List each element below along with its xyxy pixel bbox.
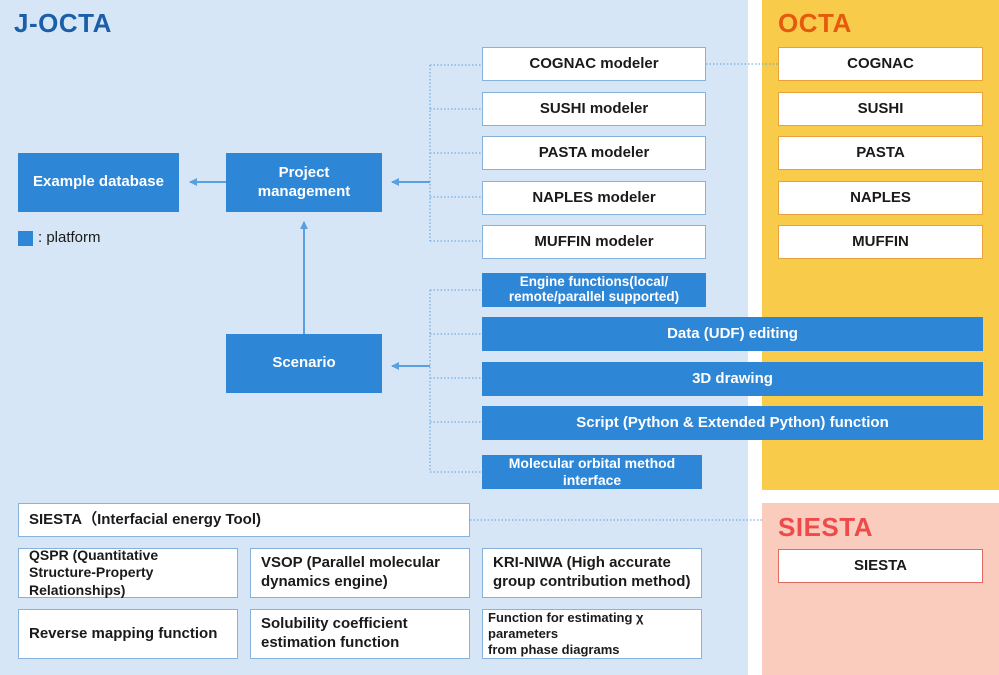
- cognac-modeler-box: COGNAC modeler: [482, 47, 706, 81]
- pasta-engine-box: PASTA: [778, 136, 983, 170]
- siesta-panel: [762, 503, 999, 675]
- chi-parameters-box: Function for estimating χ parameters fro…: [482, 609, 702, 659]
- octa-title: OCTA: [778, 8, 852, 38]
- sushi-engine-box: SUSHI: [778, 92, 983, 126]
- j-octa-title: J-OCTA: [14, 8, 112, 38]
- platform-legend-label: : platform: [38, 229, 101, 246]
- siesta-tool-box: SIESTA（Interfacial energy Tool): [18, 503, 470, 537]
- naples-modeler-box: NAPLES modeler: [482, 181, 706, 215]
- muffin-engine-box: MUFFIN: [778, 225, 983, 259]
- siesta-engine-box: SIESTA: [778, 549, 983, 583]
- reverse-mapping-box: Reverse mapping function: [18, 609, 238, 659]
- kri-niwa-box: KRI-NIWA (High accurate group contributi…: [482, 548, 702, 598]
- siesta-title: SIESTA: [778, 512, 873, 542]
- naples-engine-box: NAPLES: [778, 181, 983, 215]
- scenario-box: Scenario: [226, 334, 382, 393]
- example-database-box: Example database: [18, 153, 179, 212]
- project-management-box: Project management: [226, 153, 382, 212]
- qspr-box: QSPR (Quantitative Structure-Property Re…: [18, 547, 238, 598]
- vsop-box: VSOP (Parallel molecular dynamics engine…: [250, 548, 470, 598]
- platform-legend-swatch: [18, 231, 33, 246]
- molecular-orbital-box: Molecular orbital method interface: [482, 455, 702, 489]
- sushi-modeler-box: SUSHI modeler: [482, 92, 706, 126]
- 3d-drawing-box: 3D drawing: [482, 362, 983, 396]
- pasta-modeler-box: PASTA modeler: [482, 136, 706, 170]
- script-function-box: Script (Python & Extended Python) functi…: [482, 406, 983, 440]
- solubility-box: Solubility coefficient estimation functi…: [250, 609, 470, 659]
- muffin-modeler-box: MUFFIN modeler: [482, 225, 706, 259]
- data-editing-box: Data (UDF) editing: [482, 317, 983, 351]
- engine-functions-box: Engine functions(local/ remote/parallel …: [482, 273, 706, 307]
- cognac-engine-box: COGNAC: [778, 47, 983, 81]
